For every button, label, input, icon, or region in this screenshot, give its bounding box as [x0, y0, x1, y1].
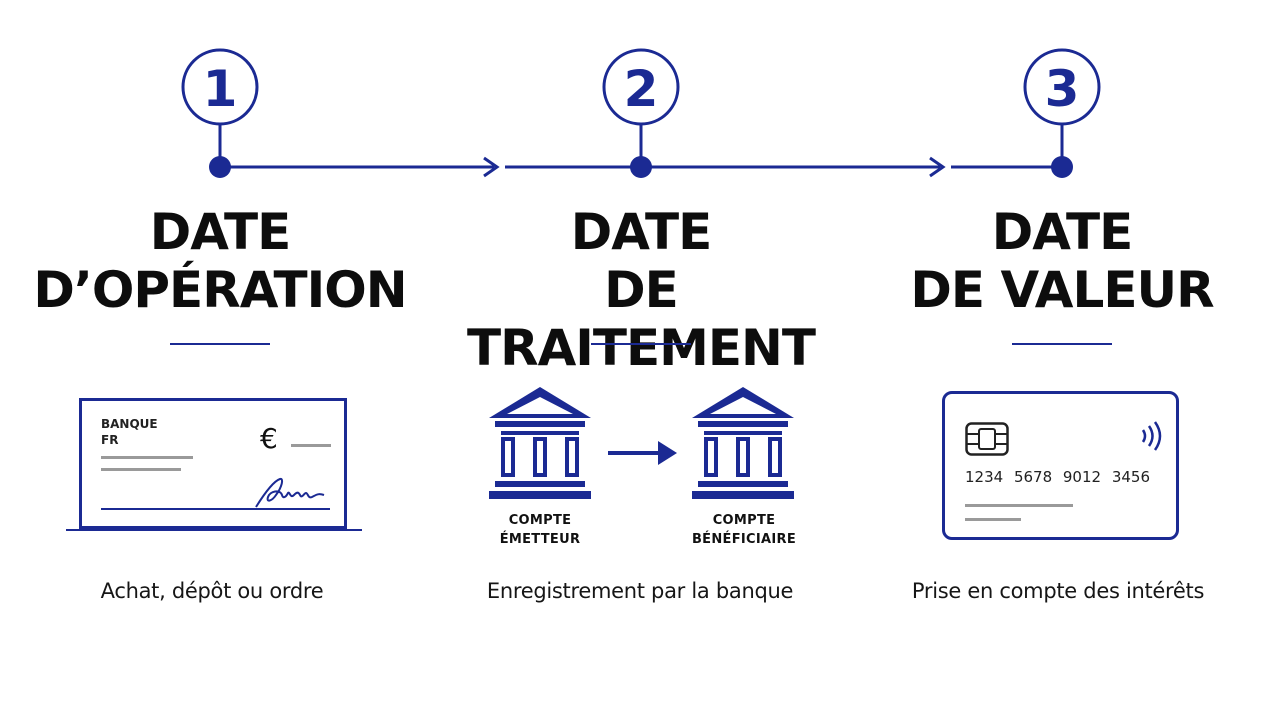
cheque-baseline [66, 529, 362, 531]
card-holder-line-1 [965, 504, 1073, 507]
cheque-bank-line1: BANQUE [101, 417, 158, 431]
step-1-title-line1: DATE [149, 203, 292, 261]
cheque-signature-line [101, 508, 330, 510]
bank-emitter-icon [489, 387, 591, 499]
euro-icon: € [260, 422, 278, 455]
step-3-marker: 3 [1023, 48, 1101, 178]
step-1-caption: Achat, dépôt ou ordre [100, 579, 324, 603]
step-1-title: DATE D’OPÉRATION [10, 203, 430, 319]
contactless-icon [1141, 421, 1162, 451]
step-2-caption: Enregistrement par la banque [486, 579, 794, 603]
step-2-marker: 2 [602, 48, 680, 178]
step-3-caption: Prise en compte des intérêts [911, 579, 1205, 603]
step-3-underline [1012, 343, 1112, 345]
beneficiary-label-line2: BÉNÉFICIAIRE [691, 532, 797, 547]
step-3-title-line1: DATE [991, 203, 1134, 261]
emitter-label-line2: ÉMETTEUR [499, 532, 581, 547]
card-chip-icon [965, 422, 1009, 456]
bank-card-icon: 1234 5678 9012 3456 [942, 391, 1179, 540]
cheque-bank-line2: FR [101, 433, 119, 447]
step-2-title-line1: DATE [570, 203, 713, 261]
step-1-underline [170, 343, 270, 345]
step-3-title: DATE DE VALEUR [852, 203, 1272, 319]
beneficiary-account-label: COMPTE BÉNÉFICIAIRE [664, 511, 824, 549]
step-2-title: DATE DE TRAITEMENT [431, 203, 851, 377]
card-holder-line-2 [965, 518, 1021, 521]
card-number: 1234 5678 9012 3456 [965, 468, 1150, 486]
step-2-title-line2: DE TRAITEMENT [466, 261, 816, 377]
timeline-arrowhead-2 [929, 156, 946, 178]
cheque-text-line-1 [101, 456, 193, 459]
emitter-label-line1: COMPTE [508, 513, 572, 528]
step-1-title-line2: D’OPÉRATION [33, 261, 407, 319]
step-3-title-line2: DE VALEUR [910, 261, 1214, 319]
step-1-number: 1 [203, 60, 238, 118]
transfer-arrow-icon [608, 441, 677, 465]
emitter-account-label: COMPTE ÉMETTEUR [460, 511, 620, 549]
cheque-text-line-2 [101, 468, 181, 471]
signature-icon [255, 477, 325, 508]
cheque-amount-line [291, 444, 331, 447]
beneficiary-label-line1: COMPTE [712, 513, 776, 528]
bank-beneficiary-icon [692, 387, 794, 499]
timeline-arrowhead-1 [483, 156, 500, 178]
cheque-bank-name: BANQUE FR [101, 416, 158, 448]
step-1-marker: 1 [181, 48, 259, 178]
cheque-icon: BANQUE FR € [79, 398, 347, 529]
step-3-number: 3 [1045, 60, 1080, 118]
timeline: 1 2 3 [181, 48, 1101, 178]
step-2-underline [591, 343, 691, 345]
step-2-number: 2 [624, 60, 659, 118]
